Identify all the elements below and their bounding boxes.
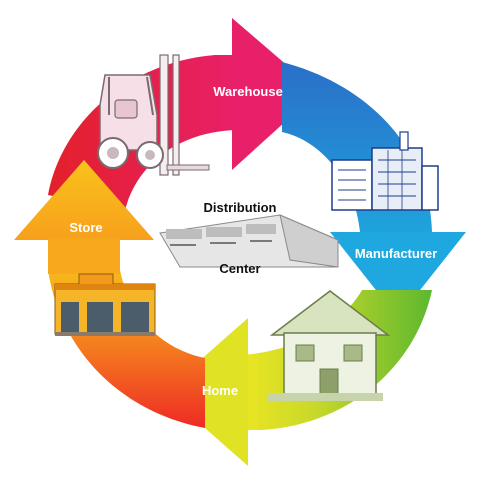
forklift-icon [97,54,210,176]
center-label-line1: Distribution [204,200,277,215]
house-icon [268,290,391,401]
arrow-head-manufacturer [330,232,466,318]
stage-label-manufacturer: Manufacturer [355,246,437,261]
arrow-head-warehouse [232,18,318,170]
arrow-shaft-store [48,238,120,274]
warehouse-dock-icon [159,214,339,268]
arrow-head-home [164,318,248,466]
stage-label-store: Store [69,220,102,235]
arrow-head-store [14,160,154,240]
stage-label-warehouse: Warehouse [213,84,283,99]
stage-label-home: Home [202,383,238,398]
factory-icon [331,131,439,211]
store-icon [54,273,156,336]
center-label-line2: Center [219,261,260,276]
